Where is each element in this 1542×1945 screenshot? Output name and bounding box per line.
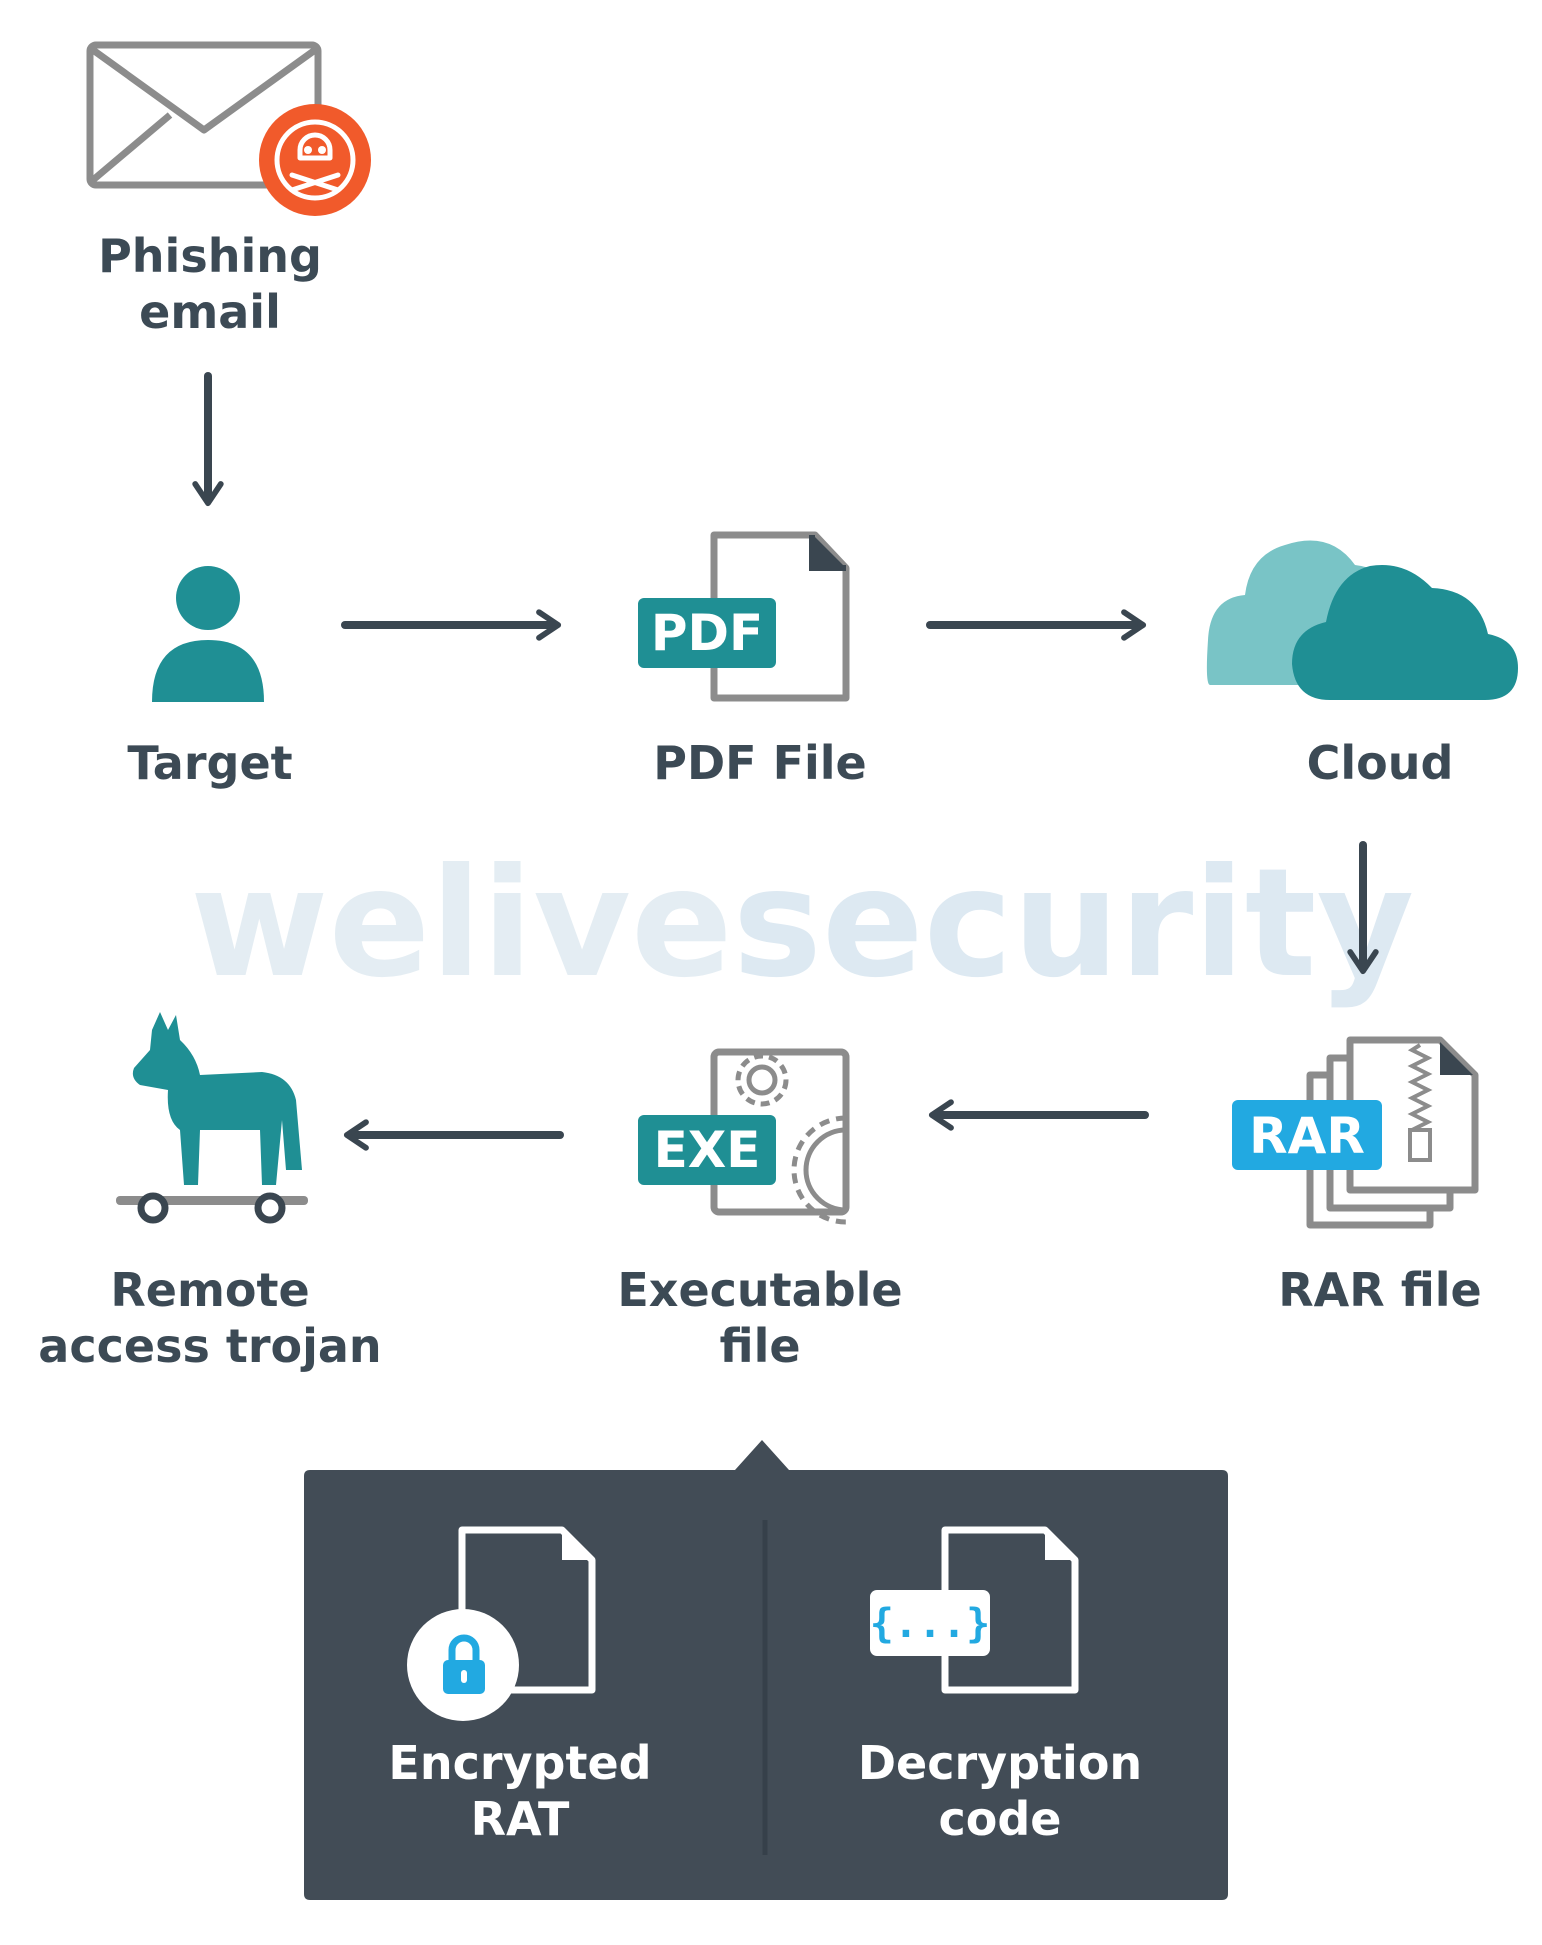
lock-icon [443, 1634, 485, 1694]
watermark: welivesecurity [190, 837, 1414, 1011]
svg-text:PDF: PDF [651, 604, 763, 662]
person-icon [152, 566, 264, 702]
svg-text:RAR: RAR [1249, 1107, 1365, 1165]
label-cloud: Cloud [1306, 736, 1454, 790]
label-rar-file: RAR file [1278, 1263, 1482, 1317]
label-pdf-file: PDF File [653, 736, 867, 790]
pdf-file-icon: PDF [638, 531, 850, 702]
label-target: Target [127, 736, 293, 790]
exe-contents-panel: {...} [304, 1440, 1228, 1900]
rar-file-icon: RAR [1232, 1036, 1479, 1229]
cloud-icon [1206, 540, 1518, 700]
trojan-horse-icon [116, 1012, 308, 1224]
code-file-icon: {...} [870, 1526, 1079, 1694]
svg-text:EXE: EXE [654, 1121, 761, 1179]
rar-badge [1232, 1100, 1382, 1170]
flow-arrows [192, 372, 1379, 1151]
code-badge [870, 1590, 990, 1656]
gear-icon [735, 1053, 847, 1225]
encrypted-file-icon [407, 1526, 596, 1721]
exe-file-icon: EXE [638, 1048, 850, 1225]
skull-icon [259, 104, 371, 216]
exe-badge [638, 1115, 776, 1185]
pdf-badge [638, 598, 776, 668]
svg-text:{...}: {...} [870, 1601, 990, 1647]
